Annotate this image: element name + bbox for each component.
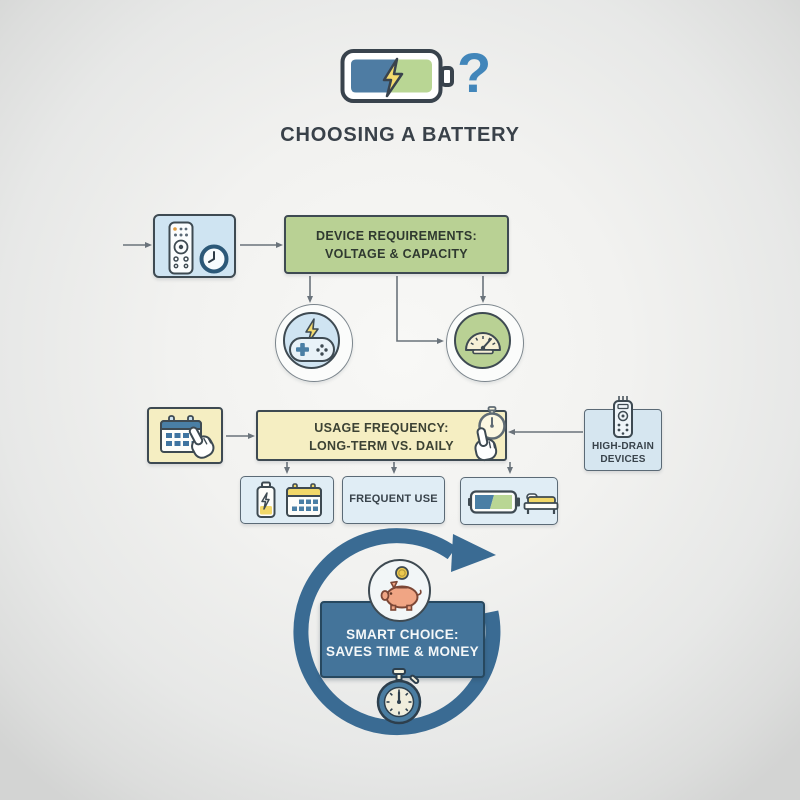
pointing-hand-icon [188,426,215,459]
stopwatch-icon [376,668,422,725]
pointing-hand-icon [474,427,498,462]
piggy-bank-circle [368,559,431,622]
remote-control-icon [168,221,194,275]
smart-choice-label-line2: SAVES TIME & MONEY [326,644,479,659]
circular-arrow-icon [293,528,501,736]
usage-frequency-label-line2: LONG-TERM VS. DAILY [309,439,454,453]
standby-device-box [460,477,559,525]
calendar-icon [286,483,322,517]
longterm-storage-box [240,476,334,524]
high-drain-label-line1: HIGH-DRAIN [592,441,654,452]
frequent-use-box: FREQUENT USE [342,476,445,524]
arrow-requirements-to-capacity-elbow [396,276,444,344]
usage-frequency-box: USAGE FREQUENCY: LONG-TERM VS. DAILY [256,410,507,461]
frequent-use-label: FREQUENT USE [349,493,438,505]
page-title: CHOOSING A BATTERY [280,124,520,146]
device-requirements-box: DEVICE REQUIREMENTS: VOLTAGE & CAPACITY [284,215,509,274]
remote-control-icon [613,396,633,438]
clock-icon [199,244,229,274]
high-drain-label-line2: DEVICES [600,453,646,465]
smart-choice-label-line1: SMART CHOICE: [346,627,459,642]
piggy-bank-coin-icon [380,566,422,611]
power-circle [275,304,353,382]
question-mark: ? [457,41,492,104]
battery-horizontal-icon [468,490,520,514]
device-box [153,214,236,278]
usage-frequency-label-line1: USAGE FREQUENCY: [314,421,449,435]
high-drain-devices-box: HIGH-DRAIN DEVICES [584,409,662,471]
capacity-circle [446,304,524,382]
device-requirements-label-line1: DEVICE REQUIREMENTS: [316,229,477,243]
bed-icon [523,493,559,514]
battery-lightning-icon [340,49,454,103]
gauge-icon [464,331,501,354]
battery-icon [256,481,276,518]
gamepad-lightning-icon [288,317,335,362]
device-requirements-label-line2: VOLTAGE & CAPACITY [325,247,468,261]
